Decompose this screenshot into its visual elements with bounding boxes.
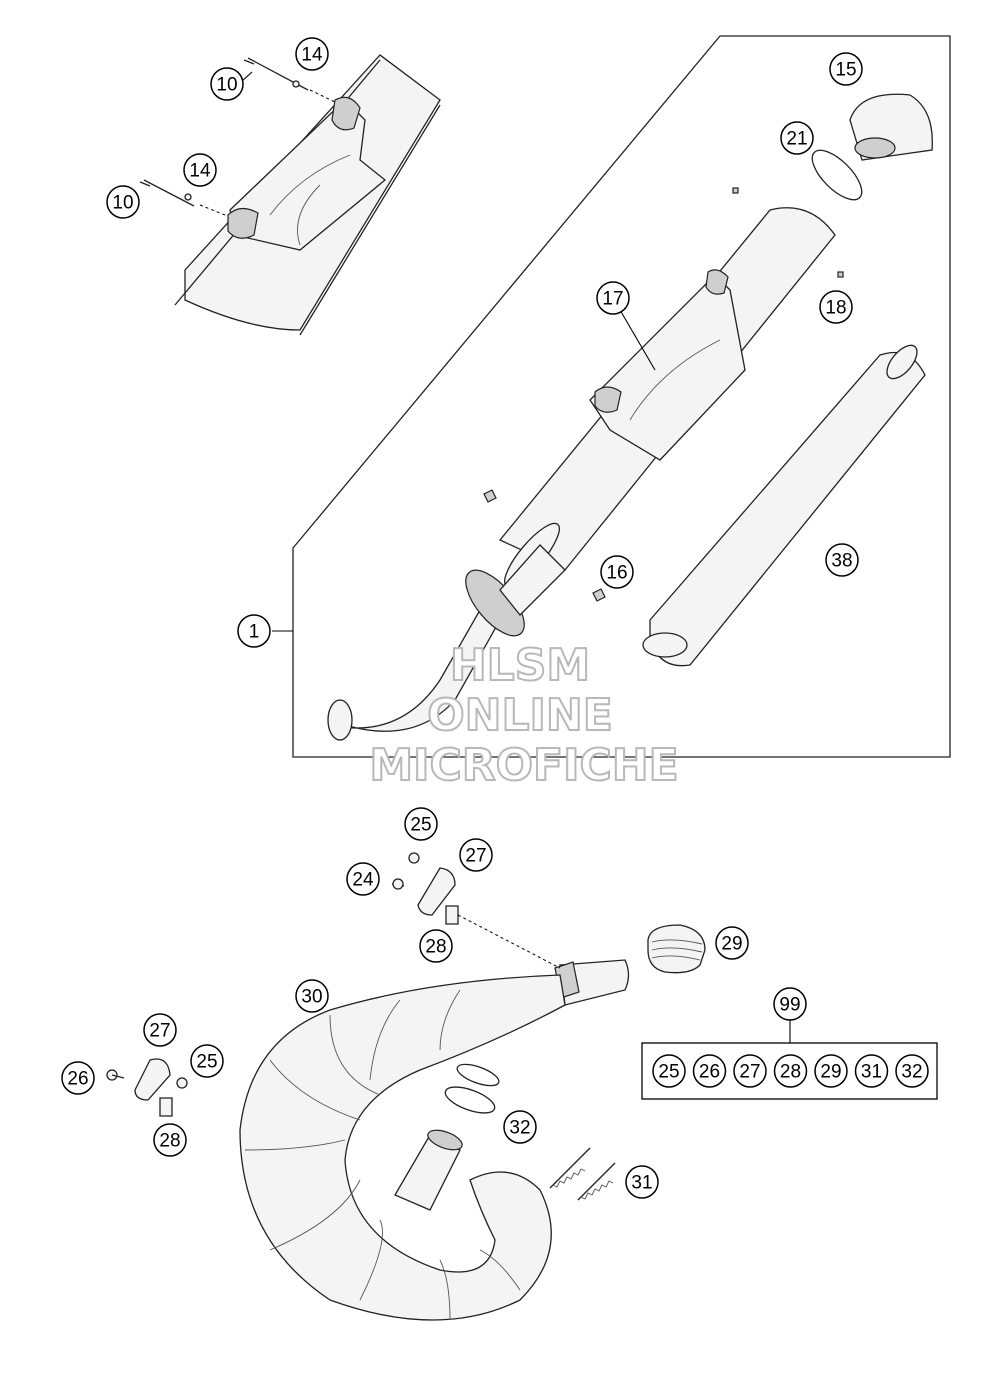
callout-c18: 18 <box>819 290 853 324</box>
callout-label: 32 <box>509 1118 530 1139</box>
callout-label: 27 <box>149 1021 170 1042</box>
callout-label: 25 <box>410 815 431 836</box>
callout-c31: 31 <box>625 1165 659 1199</box>
lower-bracket-hardware <box>106 1058 188 1117</box>
callout-label: 28 <box>425 937 446 958</box>
callout-c1: 1 <box>237 614 271 648</box>
callout-label: 27 <box>739 1062 760 1083</box>
callout-label: 32 <box>901 1062 922 1083</box>
callout-kit-25: 25 <box>652 1054 686 1088</box>
callout-label: 26 <box>699 1062 720 1083</box>
watermark-line-1: HLSM <box>450 640 590 691</box>
callout-label: 27 <box>465 846 486 867</box>
upper-bracket-hardware <box>391 852 561 969</box>
callout-c26: 26 <box>61 1061 95 1095</box>
callout-kit-29: 29 <box>814 1054 848 1088</box>
callout-kit-26: 26 <box>692 1054 727 1088</box>
callout-label: 28 <box>780 1062 801 1083</box>
inset-muffler-bracket <box>139 54 441 336</box>
rubber-boot <box>647 924 706 974</box>
callout-c14a: 14 <box>295 37 329 71</box>
callout-label: 21 <box>786 129 807 150</box>
callout-label: 15 <box>835 60 856 81</box>
callout-c10a: 10 <box>210 67 244 101</box>
callout-kit-28: 28 <box>773 1054 808 1088</box>
expansion-chamber <box>239 959 630 1321</box>
kit-99-items: 25 26 27 28 29 31 32 <box>652 1054 929 1088</box>
callout-label: 38 <box>831 551 852 572</box>
callout-c27a: 27 <box>459 838 493 872</box>
callout-c15: 15 <box>829 52 863 86</box>
callout-label: 25 <box>196 1052 217 1073</box>
muffler-assembly <box>272 35 951 758</box>
callout-label: 99 <box>779 995 800 1016</box>
callout-label: 29 <box>820 1062 841 1083</box>
callout-label: 26 <box>67 1069 88 1090</box>
callout-label: 14 <box>189 161 211 182</box>
callout-label: 10 <box>216 75 237 96</box>
callout-c10b: 10 <box>106 185 140 219</box>
callout-c25a: 25 <box>404 807 438 841</box>
callout-label: 10 <box>112 193 133 214</box>
callout-c28b: 28 <box>153 1123 187 1157</box>
callout-c29: 29 <box>715 926 749 960</box>
watermark-line-3: MICROFICHE <box>369 740 678 791</box>
o-rings <box>444 1063 500 1114</box>
callout-kit-31: 31 <box>854 1054 889 1088</box>
callout-label: 31 <box>631 1173 652 1194</box>
springs <box>549 1147 616 1201</box>
callout-label: 30 <box>301 987 322 1008</box>
callout-c30: 30 <box>295 979 329 1013</box>
callout-c17: 17 <box>596 281 630 315</box>
callout-c32: 32 <box>503 1110 537 1144</box>
callout-label: 1 <box>249 622 260 643</box>
callout-c27b: 27 <box>143 1013 177 1047</box>
callout-label: 18 <box>825 298 846 319</box>
callout-c25b: 25 <box>190 1044 224 1078</box>
callout-layer: 10 14 10 14 15 21 18 17 16 38 1 25 27 24 28 29 30 99 27 26 2… <box>61 37 863 1199</box>
callout-label: 14 <box>301 45 323 66</box>
callout-label: 24 <box>352 870 374 891</box>
callout-label: 16 <box>606 563 627 584</box>
callout-label: 28 <box>159 1131 180 1152</box>
callout-c21: 21 <box>780 121 814 155</box>
callout-label: 25 <box>658 1062 679 1083</box>
watermark-line-2: ONLINE <box>427 690 613 741</box>
callout-kit-32: 32 <box>895 1054 929 1088</box>
callout-c14b: 14 <box>183 153 217 187</box>
callout-c16: 16 <box>600 555 634 589</box>
callout-label: 31 <box>861 1062 882 1083</box>
callout-c99: 99 <box>773 987 807 1021</box>
callout-c38: 38 <box>825 543 859 577</box>
callout-c28a: 28 <box>419 929 453 963</box>
leader-lines <box>241 71 656 371</box>
callout-kit-27: 27 <box>733 1054 767 1088</box>
watermark: HLSM ONLINE MICROFICHE <box>368 639 679 792</box>
callout-label: 29 <box>721 934 742 955</box>
callout-c24: 24 <box>346 862 380 896</box>
callout-label: 17 <box>602 289 623 310</box>
